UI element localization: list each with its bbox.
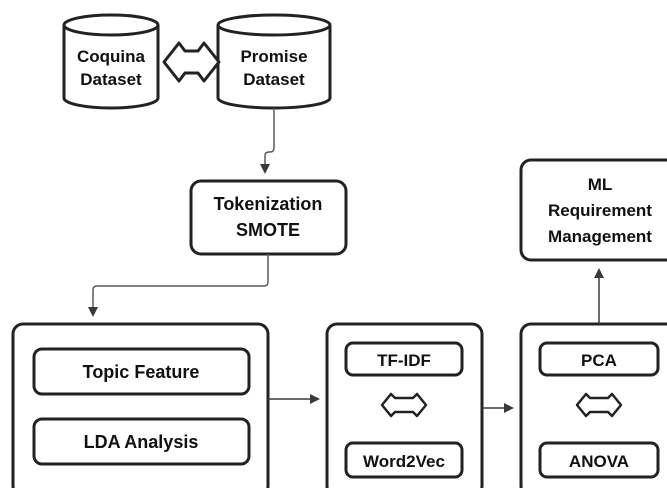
tf-idf-label: TF-IDF xyxy=(377,351,431,370)
smote-label: SMOTE xyxy=(236,220,300,240)
word2vec-label: Word2Vec xyxy=(363,452,445,471)
ml-line2: Requirement xyxy=(548,201,652,220)
coquina-dataset-line1: Coquina xyxy=(77,47,146,66)
anova-box xyxy=(538,441,660,479)
lda-analysis-label: LDA Analysis xyxy=(84,432,199,452)
coquina-dataset-line2: Dataset xyxy=(80,70,142,89)
coquina-dataset-cylinder: Coquina Dataset xyxy=(62,13,160,110)
ml-requirement-management-box: ML Requirement Management xyxy=(519,158,667,262)
vector-bidirectional-icon xyxy=(380,392,428,418)
selection-bidirectional-icon xyxy=(575,392,623,418)
topic-feature-label: Topic Feature xyxy=(83,362,200,382)
promise-dataset-cylinder: Promise Dataset xyxy=(216,13,332,110)
pca-label: PCA xyxy=(581,351,617,370)
feature-selection-block: PCA ANOVA xyxy=(519,322,667,488)
pca-box xyxy=(538,341,660,377)
dataset-bidirectional-connector xyxy=(162,41,221,83)
topic-feature-box xyxy=(32,347,251,396)
tokenization-label: Tokenization xyxy=(214,194,323,214)
tokenization-to-topic-arrow xyxy=(88,254,269,317)
promise-to-tokenization-arrow xyxy=(260,108,275,174)
topic-lda-block: Topic Feature LDA Analysis xyxy=(11,322,270,488)
promise-dataset-line1: Promise xyxy=(240,47,307,66)
tokenization-smote-box: Tokenization SMOTE xyxy=(189,179,348,256)
vectorization-block: TF-IDF Word2Vec xyxy=(325,322,484,488)
ml-line1: ML xyxy=(588,175,613,194)
tf-idf-box xyxy=(344,341,464,377)
ml-line3: Management xyxy=(548,227,652,246)
word2vec-box xyxy=(344,441,464,479)
promise-dataset-line2: Dataset xyxy=(243,70,305,89)
anova-label: ANOVA xyxy=(569,452,629,471)
lda-analysis-box xyxy=(32,417,251,466)
